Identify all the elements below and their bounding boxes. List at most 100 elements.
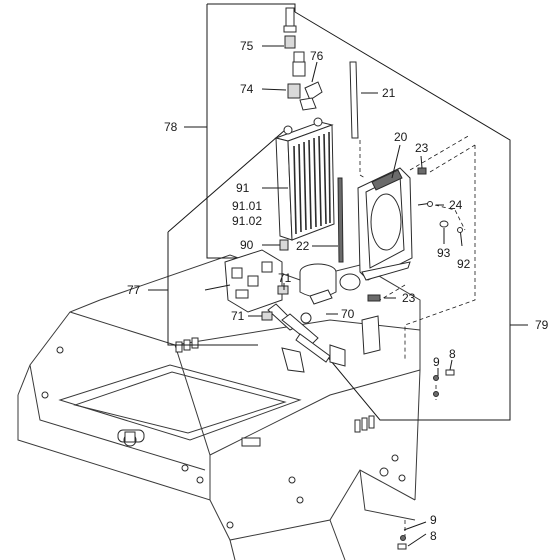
part-23-clamp-lower — [367, 294, 381, 302]
callout-77: 77 — [127, 283, 141, 297]
part-24-screw — [417, 201, 433, 207]
leader-lines — [148, 45, 528, 547]
part-91-radiator — [274, 117, 335, 241]
machine-frame — [17, 254, 421, 560]
callout-21: 21 — [382, 86, 396, 100]
frame-hole — [181, 464, 189, 472]
part-23-clamp-upper — [417, 167, 427, 175]
valve-port — [247, 275, 259, 287]
callout-93: 93 — [437, 246, 451, 260]
vent-slot — [175, 341, 183, 353]
part-9-8-fasteners-upper — [433, 369, 455, 397]
seal-strip-22 — [337, 177, 344, 263]
part-74-76-fittings — [287, 81, 323, 111]
frame-hole — [56, 346, 64, 354]
callout-9-lower: 9 — [430, 513, 437, 527]
clamp-23-upper — [417, 167, 427, 175]
radiator-cap — [283, 125, 293, 135]
callout-20: 20 — [394, 130, 408, 144]
fitting-hex — [292, 61, 306, 77]
callout-23-lower: 23 — [402, 291, 416, 305]
shroud-opening — [370, 193, 402, 251]
callout-75: 75 — [240, 39, 254, 53]
radiator-fins — [293, 131, 331, 235]
bolt-92 — [457, 227, 463, 233]
frame-hole — [196, 476, 204, 484]
screw-24 — [427, 201, 433, 207]
callout-labels: 75 76 74 21 78 20 23 91 91.01 91.02 24 9… — [127, 39, 549, 543]
shroud-bottom-flange — [361, 261, 411, 281]
frame-hole — [41, 391, 49, 399]
valve-port — [235, 289, 249, 299]
fitting-74 — [287, 83, 301, 99]
part-21-strip — [349, 61, 359, 139]
vent-slot — [368, 415, 375, 429]
frame-hole — [296, 496, 304, 504]
callout-70: 70 — [341, 307, 355, 321]
callout-92: 92 — [457, 257, 471, 271]
frame-hole — [391, 454, 399, 462]
fitting-70-nut — [300, 312, 312, 324]
part-93-92-fasteners — [439, 220, 463, 247]
callout-91: 91 — [236, 181, 250, 195]
fitting-valve — [329, 344, 346, 367]
callout-23-upper: 23 — [415, 141, 429, 155]
vent-slot — [191, 337, 199, 349]
mount-bracket — [361, 315, 381, 355]
callout-9-upper: 9 — [433, 355, 440, 369]
fitting-elbow — [293, 51, 305, 63]
washer-9-lower — [400, 535, 406, 541]
fitting-71-left — [261, 311, 273, 321]
frame-hole — [226, 521, 234, 529]
bolt-head-upper — [433, 391, 439, 397]
callout-74: 74 — [240, 82, 254, 96]
drain-plug-90 — [279, 239, 289, 251]
part-22-seal — [337, 177, 344, 263]
fitting-body — [284, 35, 296, 49]
callout-91-02: 91.02 — [232, 214, 262, 228]
part-90-plug — [279, 239, 289, 251]
washer-93 — [439, 220, 449, 228]
callout-22: 22 — [296, 239, 310, 253]
bolt-8-upper — [445, 369, 455, 376]
part-20-shroud — [357, 167, 413, 281]
callout-71-left: 71 — [231, 309, 245, 323]
callout-24: 24 — [449, 198, 463, 212]
callout-76: 76 — [310, 49, 324, 63]
callout-91-01: 91.01 — [232, 199, 262, 213]
fitting-71-upper — [277, 285, 289, 295]
fitting-70 — [309, 289, 333, 305]
radiator-port — [313, 117, 323, 127]
washer-9-upper — [433, 375, 439, 381]
frame-hole — [398, 474, 406, 482]
callout-78: 78 — [164, 120, 178, 134]
fitting-nut — [283, 25, 297, 33]
assembly-boundaries — [167, 3, 511, 421]
strip-21 — [349, 61, 359, 139]
callout-8-lower: 8 — [430, 529, 437, 543]
callout-71-upper: 71 — [278, 271, 292, 285]
vent-slot — [361, 417, 368, 431]
callout-8-upper: 8 — [449, 347, 456, 361]
frame-hole — [379, 467, 389, 477]
fitting-cap — [285, 7, 295, 27]
shroud-top-flange — [371, 169, 403, 191]
valve-port — [261, 261, 273, 273]
filter-housing — [339, 273, 361, 291]
fitting-cluster — [281, 347, 305, 373]
part-75-fitting — [283, 7, 306, 77]
part-77-hydraulic-block — [204, 249, 381, 373]
frame-hole — [288, 476, 296, 484]
callout-79: 79 — [535, 318, 549, 332]
fitting-76 — [304, 81, 323, 101]
clamp-23-lower — [367, 294, 381, 302]
part-9-8-fasteners-lower — [397, 535, 407, 550]
callout-90: 90 — [240, 238, 254, 252]
vent-slot — [354, 419, 361, 433]
bolt-8-lower — [397, 543, 407, 550]
frame-post — [124, 431, 136, 443]
valve-port — [231, 267, 243, 279]
fitting-elbow-lower — [299, 97, 317, 111]
